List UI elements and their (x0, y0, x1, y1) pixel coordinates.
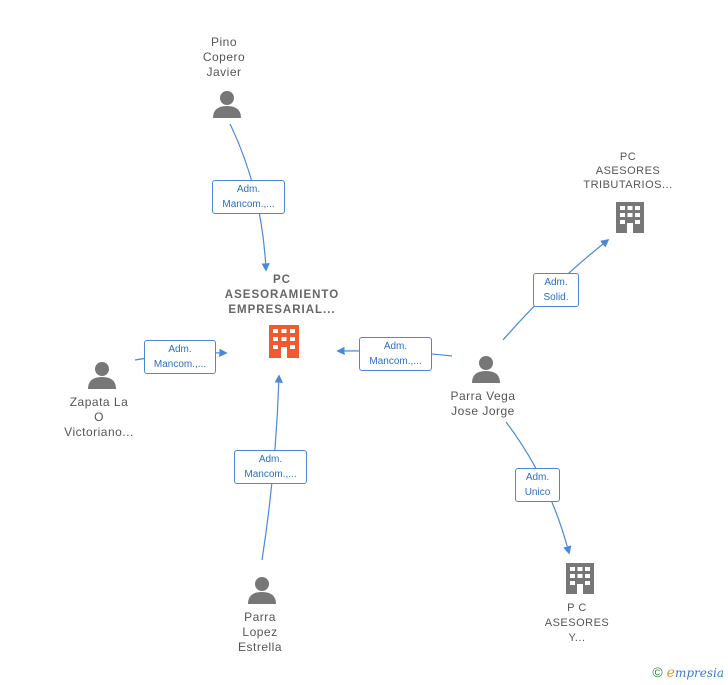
node-label-main-company[interactable]: PC ASESORAMIENTO EMPRESARIAL... (212, 273, 352, 318)
label-line: Y... (568, 632, 586, 644)
label-line: Copero (202, 50, 246, 64)
footer-brand[interactable]: ©empresia (652, 664, 724, 681)
brand-logo-initial: e (666, 665, 675, 681)
edge-label-parra-vega-main[interactable]: Adm. Mancom.,... (359, 337, 432, 371)
person-icon[interactable] (213, 91, 241, 118)
label-line: Estrella (237, 640, 282, 654)
edge-label-line: Adm. (383, 341, 408, 352)
edge-label-line: Adm. (168, 344, 192, 355)
edge-label-parra-vega-tributarios[interactable]: Adm. Solid. (533, 273, 579, 307)
edge-label-line: Mancom.,... (153, 359, 207, 370)
edge-label-line: Unico (524, 487, 551, 498)
edge-label-line: Mancom.,... (369, 356, 422, 367)
label-line: Victoriano... (64, 425, 134, 439)
edge-label-line: Mancom.,... (244, 469, 297, 480)
node-label-parra-lopez[interactable]: Parra Lopez Estrella (220, 610, 300, 655)
label-line: Lopez (242, 625, 278, 639)
label-line: P C (567, 602, 587, 614)
copyright-symbol: © (652, 664, 663, 680)
node-label-pc-tributarios[interactable]: PC ASESORES TRIBUTARIOS... (573, 150, 683, 192)
label-line: O (94, 410, 104, 424)
edge-label-line: Adm. (258, 454, 283, 465)
edge-label-line: Adm. (525, 472, 550, 483)
building-icon[interactable] (566, 563, 594, 594)
person-icon[interactable] (248, 577, 276, 604)
label-line: PC (273, 274, 291, 286)
label-line: Jose Jorge (451, 404, 515, 418)
label-line: PC (619, 151, 637, 163)
label-line: EMPRESARIAL... (228, 304, 336, 316)
brand-logo-text: mpresia (674, 666, 724, 680)
edge-label-parra-lopez-main[interactable]: Adm. Mancom.,... (234, 450, 307, 484)
label-line: Pino (210, 35, 238, 49)
node-label-zapata[interactable]: Zapata La O Victoriano... (54, 395, 144, 440)
label-line: Parra Vega (450, 389, 516, 403)
edge-label-parra-vega-asesores[interactable]: Adm. Unico (515, 468, 560, 502)
building-icon[interactable] (616, 202, 644, 233)
label-line: ASESORES (544, 617, 610, 629)
label-line: Zapata La (69, 395, 129, 409)
label-line: ASESORAMIENTO (224, 289, 340, 301)
label-line: Parra (244, 610, 276, 624)
label-line: TRIBUTARIOS... (583, 179, 673, 191)
label-line: Javier (206, 65, 242, 79)
building-icon-main[interactable] (269, 325, 299, 358)
person-icon[interactable] (472, 356, 500, 383)
label-line: ASESORES (595, 165, 661, 177)
node-label-pc-asesores[interactable]: P C ASESORES Y... (532, 601, 622, 646)
edge-label-line: Adm. (236, 184, 261, 195)
edge-label-pino-main[interactable]: Adm. Mancom.,... (212, 180, 285, 214)
edge-label-line: Mancom.,... (222, 199, 275, 210)
edge-label-line: Solid. (543, 292, 569, 303)
node-label-pino[interactable]: Pino Copero Javier (184, 35, 264, 80)
edge-label-zapata-main[interactable]: Adm. Mancom.,... (144, 340, 216, 374)
node-label-parra-vega[interactable]: Parra Vega Jose Jorge (438, 389, 528, 419)
person-icon[interactable] (88, 362, 116, 389)
edge-label-line: Adm. (544, 277, 568, 288)
